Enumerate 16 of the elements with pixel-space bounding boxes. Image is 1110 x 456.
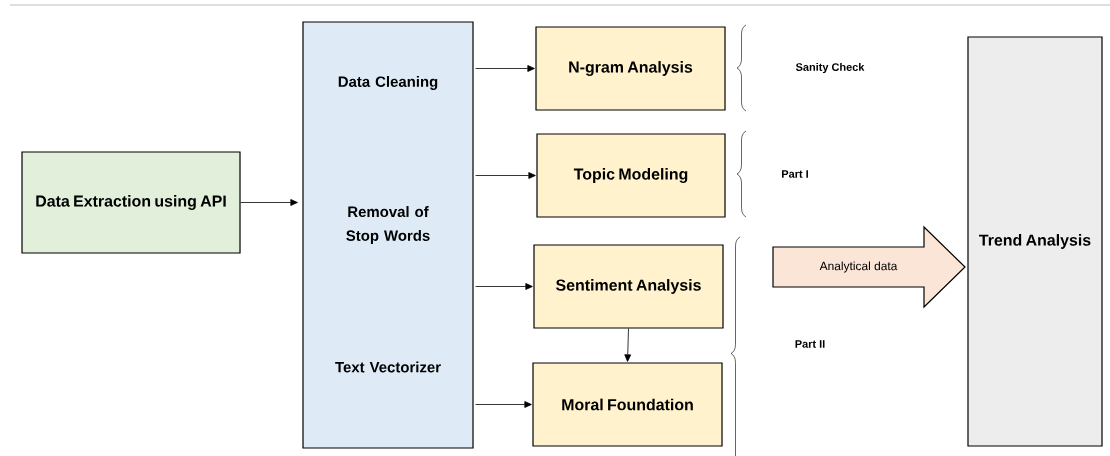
process-box: Sentiment Analysis xyxy=(533,244,724,329)
process-box: Topic Modeling xyxy=(536,133,726,218)
process-box: Moral Foundation xyxy=(532,362,723,447)
process-box: Trend Analysis xyxy=(967,36,1103,447)
arrow xyxy=(475,401,532,408)
bracket-label: Part I xyxy=(782,170,808,178)
arrow xyxy=(624,328,632,362)
process-box: Data Cleaning Removal of Stop Words Text Vectorizer xyxy=(302,21,474,449)
arrow xyxy=(240,199,298,206)
process-box: Data Extraction using API xyxy=(21,151,241,254)
arrow xyxy=(475,283,533,290)
arrow xyxy=(475,172,536,179)
process-box: N-gram Analysis xyxy=(535,26,726,111)
bracket-label: Sanity Check xyxy=(795,62,865,74)
bracket-label: Part II xyxy=(795,340,825,348)
arrow xyxy=(475,65,535,72)
